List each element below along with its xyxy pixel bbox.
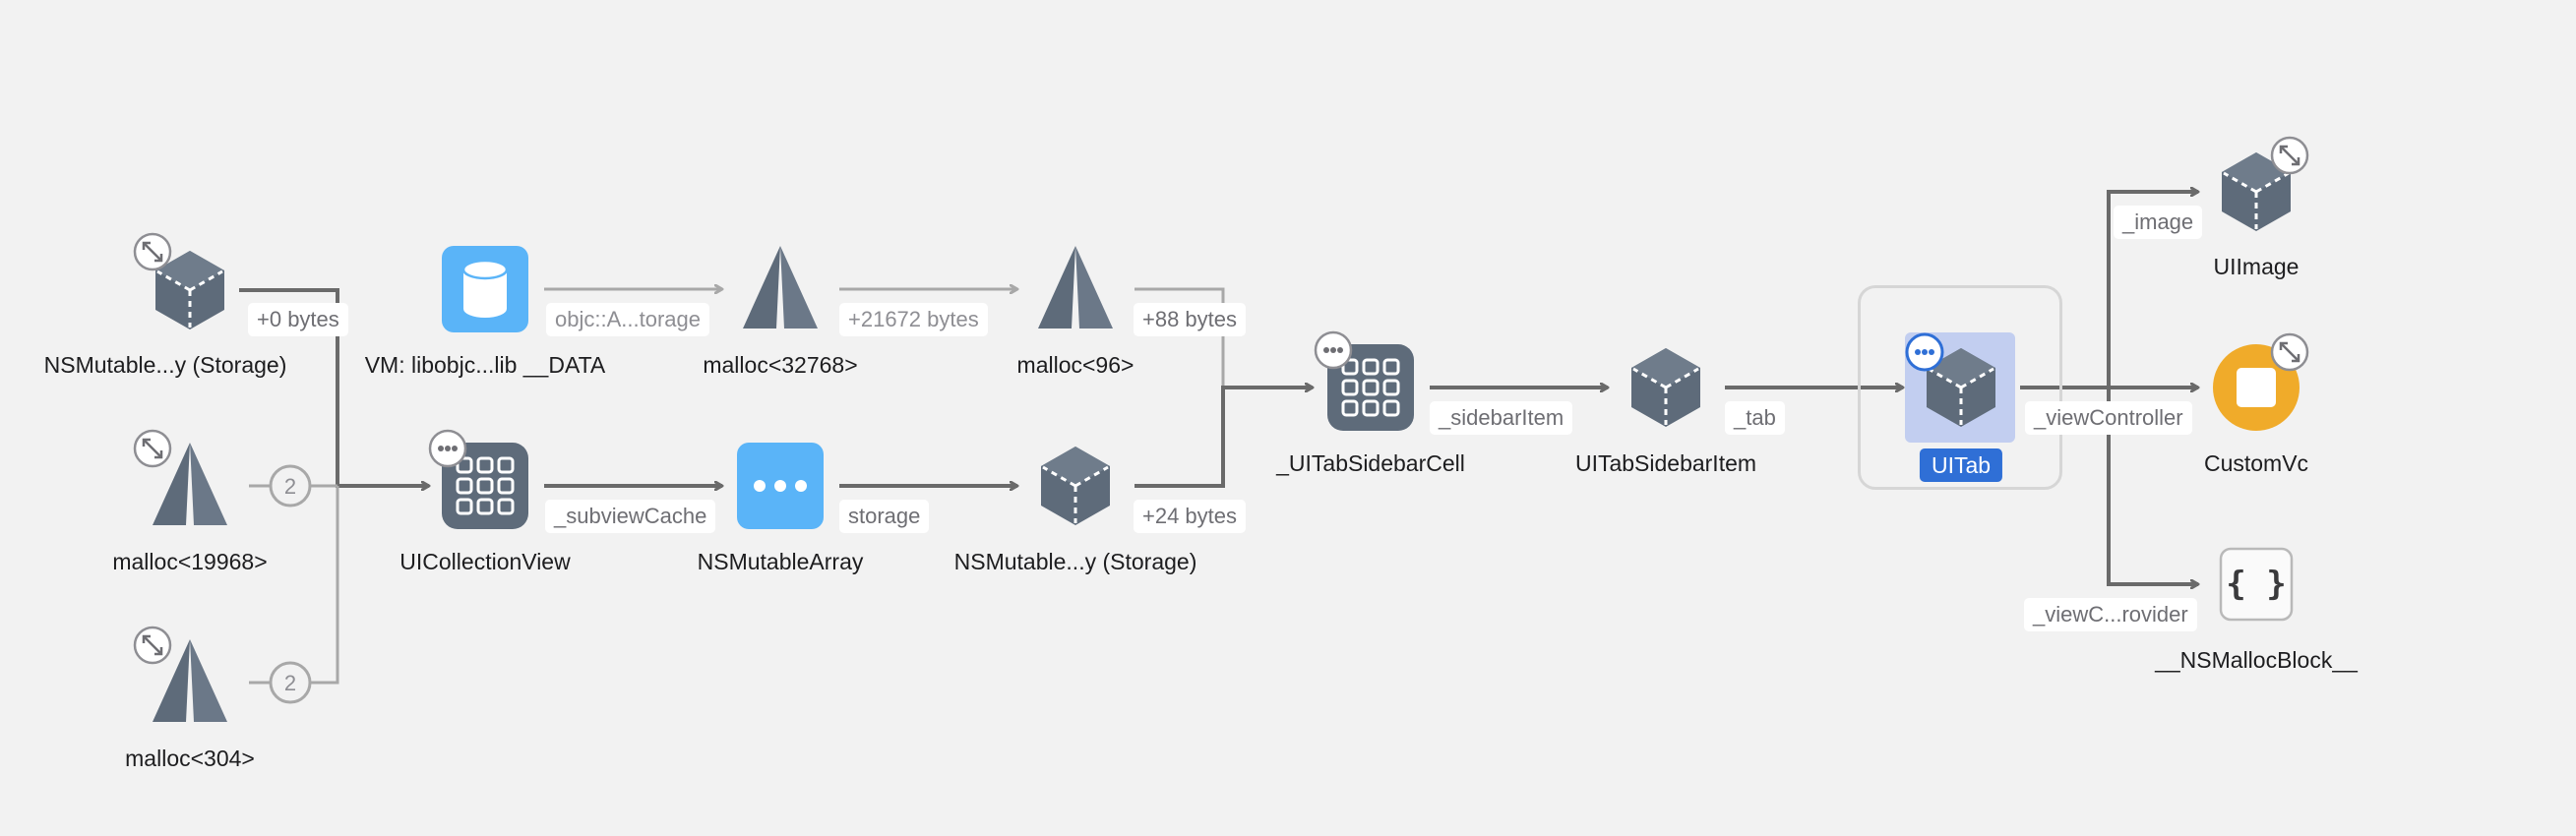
node-label-malloc-304: malloc<304> (125, 746, 255, 771)
stop-square-icon (2237, 368, 2276, 407)
edge-storage-to-sidebarcell (1135, 388, 1313, 488)
expand-arrows-icon[interactable] (2270, 136, 2309, 175)
node-nsmallocblock[interactable]: { } (2219, 547, 2294, 622)
edge-label-viewc-provider: _viewC...rovider (2024, 598, 2197, 631)
count-badge[interactable]: 2 (269, 464, 312, 508)
braces-icon: { } (2226, 565, 2286, 604)
node-label-malloc-96: malloc<96> (1016, 352, 1135, 378)
edge-label-subviewcache: _subviewCache (545, 500, 716, 533)
node-label-uiimage: UIImage (2213, 254, 2300, 279)
node-label-malloc-32768: malloc<32768> (703, 352, 858, 378)
node-malloc-96[interactable] (1038, 246, 1113, 328)
node-label-nsmutable-storage-top: NSMutable...y (Storage) (43, 352, 287, 378)
edge-uitab-to-mallocblock (2107, 388, 2198, 584)
node-uiimage[interactable] (2220, 136, 2309, 233)
node-label-uitabsidebaritem: UITabSidebarItem (1574, 450, 1757, 476)
edge-label-tab: _tab (1725, 401, 1785, 435)
edge-label-objc-storage: objc::A...torage (546, 303, 709, 336)
node-uitab[interactable] (1905, 332, 2015, 443)
pyramid-icon (743, 246, 818, 328)
node-nsmutable-storage-mid[interactable] (1039, 445, 1112, 527)
node-malloc-19968[interactable] (133, 429, 227, 525)
node-vm-libobjc[interactable] (442, 246, 528, 332)
node-label-uitab: UITab (1919, 448, 2003, 482)
node-label-malloc-19968: malloc<19968> (112, 549, 268, 574)
node-uitabsidebarcell[interactable] (1314, 330, 1416, 433)
node-label-nsmutable-storage-mid: NSMutable...y (Storage) (953, 549, 1197, 574)
node-nsmutablearray[interactable] (737, 443, 824, 529)
edge-malloc96-to-sidebarcell (1135, 287, 1225, 388)
node-label-nsmutablearray: NSMutableArray (697, 549, 864, 574)
edge-label-plus21672: +21672 bytes (839, 303, 988, 336)
pyramid-icon (1038, 246, 1113, 328)
edge-label-plus88: +88 bytes (1134, 303, 1247, 336)
expand-arrows-icon[interactable] (133, 429, 172, 468)
edge-label-storage: storage (839, 500, 930, 533)
node-malloc-32768[interactable] (743, 246, 818, 328)
expand-arrows-icon[interactable] (133, 232, 172, 271)
node-customvc[interactable] (2213, 332, 2309, 431)
cube-icon (1629, 346, 1702, 429)
ellipsis-icon (754, 480, 807, 492)
edge-storage-to-collectionview (239, 288, 429, 486)
cube-icon (1039, 445, 1112, 527)
node-label-uitabsidebarcell: _UITabSidebarCell (1276, 450, 1465, 476)
count-badge-value: 2 (284, 671, 296, 695)
node-label-vm-libobjc: VM: libobjc...lib __DATA (364, 352, 606, 378)
edge-uitab-to-uiimage (2020, 192, 2198, 389)
edge-label-plus0: +0 bytes (248, 303, 348, 336)
node-malloc-304[interactable] (133, 626, 227, 722)
count-badge[interactable]: 2 (269, 661, 312, 704)
cylinder-icon (461, 259, 509, 318)
edge-malloc304-to-collectionview (249, 486, 339, 685)
edge-label-viewcontroller: _viewController (2025, 401, 2192, 435)
node-label-uicollectionview: UICollectionView (399, 549, 571, 574)
edge-label-sidebaritem: _sidebarItem (1430, 401, 1573, 435)
node-label-nsmallocblock: __NSMallocBlock__ (2155, 647, 2358, 673)
count-badge-value: 2 (284, 474, 296, 499)
edge-label-plus24: +24 bytes (1134, 500, 1247, 533)
expand-arrows-icon[interactable] (2270, 332, 2309, 372)
selection-frame (1858, 285, 2062, 490)
more-dots-icon[interactable] (1905, 332, 1944, 372)
more-dots-icon[interactable] (428, 429, 467, 468)
node-uicollectionview[interactable] (428, 429, 530, 531)
node-uitabsidebaritem[interactable] (1629, 346, 1702, 429)
edge-label-image: _image (2114, 206, 2203, 239)
more-dots-icon[interactable] (1314, 330, 1353, 370)
expand-arrows-icon[interactable] (133, 626, 172, 665)
node-label-customvc: CustomVc (2203, 450, 2309, 476)
node-nsmutable-storage-top[interactable] (133, 232, 226, 331)
